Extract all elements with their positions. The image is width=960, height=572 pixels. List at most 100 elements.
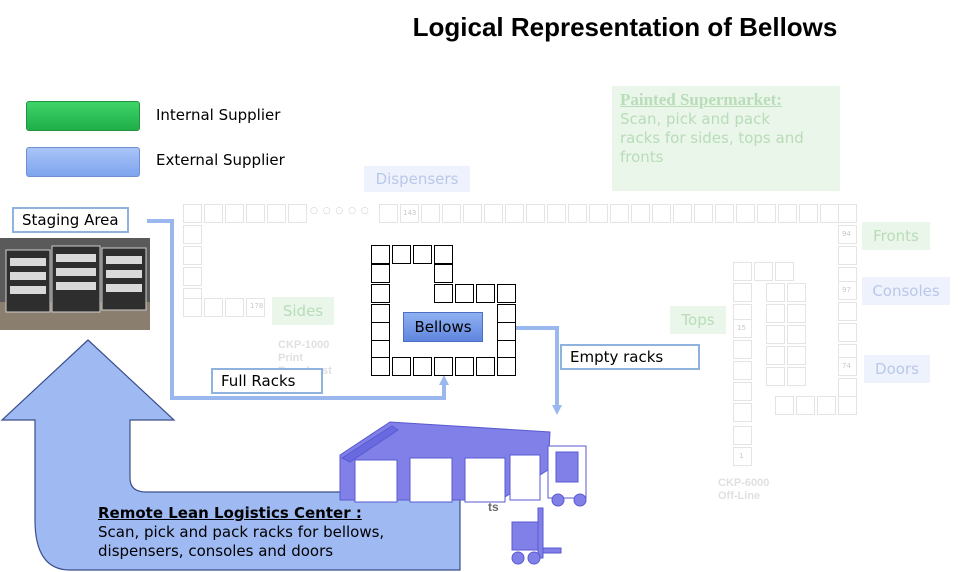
ckp1000-line2: Print [278, 352, 304, 364]
grid-cell [766, 304, 785, 323]
bellows-cell [371, 284, 390, 303]
grid-cell [589, 204, 608, 223]
rack-carts-image [0, 238, 150, 330]
grid-cell [778, 204, 797, 223]
grid-cell [225, 204, 244, 223]
empty-racks-label: Empty racks [560, 344, 700, 370]
bellows-cell [413, 245, 432, 264]
number-143: 143 [403, 209, 417, 217]
ckp1000-line1: CKP-1000 [278, 339, 330, 351]
grid-cell [694, 204, 713, 223]
number-74: 74 [842, 362, 851, 370]
grid-cell [505, 204, 524, 223]
bellows-cell [371, 357, 390, 376]
grid-cell [610, 204, 629, 223]
grid-cell [817, 396, 836, 415]
grid-cell [442, 204, 461, 223]
grid-cell [787, 367, 806, 386]
grid-cell [631, 204, 650, 223]
bellows-cell [476, 284, 495, 303]
remote-logistics-center-text: Remote Lean Logistics Center : Scan, pic… [98, 504, 384, 561]
grid-cell [379, 204, 398, 223]
grid-cell [775, 396, 794, 415]
fronts-label: Fronts [862, 222, 930, 250]
grid-cell [484, 204, 503, 223]
grid-cell [204, 204, 223, 223]
grid-cell [766, 325, 785, 344]
grid-cell [652, 204, 671, 223]
staging-area-label: Staging Area [12, 207, 129, 233]
bellows-cell [371, 304, 390, 323]
legend-external-label: External Supplier [156, 151, 285, 169]
painted-supermarket-title: Painted Supermarket: [620, 90, 782, 109]
remote-center-line1: Scan, pick and pack racks for bellows, [98, 523, 385, 541]
grid-cell [766, 367, 785, 386]
ckp6000-line2: Off-Line [718, 490, 761, 502]
grid-cell [733, 319, 752, 338]
grid-cell [787, 346, 806, 365]
grid-cell [421, 204, 440, 223]
bellows-cell [392, 357, 411, 376]
bellows-cell [497, 304, 516, 323]
grid-cell [733, 340, 752, 359]
number-94: 94 [842, 230, 851, 238]
grid-cell [246, 298, 265, 317]
bellows-cell [392, 245, 411, 264]
grid-cell [204, 298, 223, 317]
grid-cell [183, 225, 202, 244]
grid-cell [733, 403, 752, 422]
bellows-cell [371, 264, 390, 283]
painted-supermarket-line2: racks for sides, tops and [620, 129, 804, 147]
grid-cell [733, 262, 752, 281]
grid-cell [715, 204, 734, 223]
grid-cell [183, 246, 202, 265]
grid-cell [733, 382, 752, 401]
grid-cell [766, 283, 785, 302]
grid-cell [246, 204, 265, 223]
grid-cell [838, 302, 857, 321]
grid-cell [796, 396, 815, 415]
number-1: 1 [739, 452, 744, 460]
grid-cell [673, 204, 692, 223]
grid-cell [547, 204, 566, 223]
grid-cell [754, 262, 773, 281]
consoles-label: Consoles [862, 277, 950, 305]
bellows-cell [455, 357, 474, 376]
remote-center-title: Remote Lean Logistics Center : [98, 504, 362, 522]
grid-cell [568, 204, 587, 223]
grid-cell [838, 396, 857, 415]
grid-cell [766, 346, 785, 365]
bellows-cell [371, 245, 390, 264]
legend-internal-label: Internal Supplier [156, 106, 281, 124]
page-title: Logical Representation of Bellows [412, 12, 838, 42]
ckp6000-label: CKP-6000 Off-Line [718, 477, 769, 503]
grid-cell [775, 262, 794, 281]
grid-cell [838, 246, 857, 265]
bellows-cell [434, 284, 453, 303]
grid-cell [400, 204, 419, 223]
bellows-cell [455, 284, 474, 303]
grid-cell [183, 298, 202, 317]
grid-cell [526, 204, 545, 223]
grid-cell [838, 323, 857, 342]
grid-cell [799, 204, 818, 223]
grid-cell [787, 283, 806, 302]
full-racks-label: Full Racks [211, 368, 323, 394]
painted-supermarket-line3: fronts [620, 148, 664, 166]
warehouse-truck-icon [339, 421, 587, 565]
grid-cell [838, 204, 857, 223]
bellows-cell [371, 322, 390, 341]
grid-cell [787, 325, 806, 344]
bellows-cell [497, 322, 516, 341]
bellows-cell [497, 357, 516, 376]
dispensers-label: Dispensers [364, 166, 470, 192]
number-97: 97 [842, 286, 851, 294]
remote-center-line2: dispensers, consoles and doors [98, 542, 334, 560]
dots-row: ○ ○ ○ ○ ○ [310, 206, 370, 216]
grid-cell [463, 204, 482, 223]
grid-cell [733, 426, 752, 445]
grid-cell [838, 357, 857, 376]
number-15: 15 [737, 324, 746, 332]
external-supplier-swatch [26, 147, 140, 177]
